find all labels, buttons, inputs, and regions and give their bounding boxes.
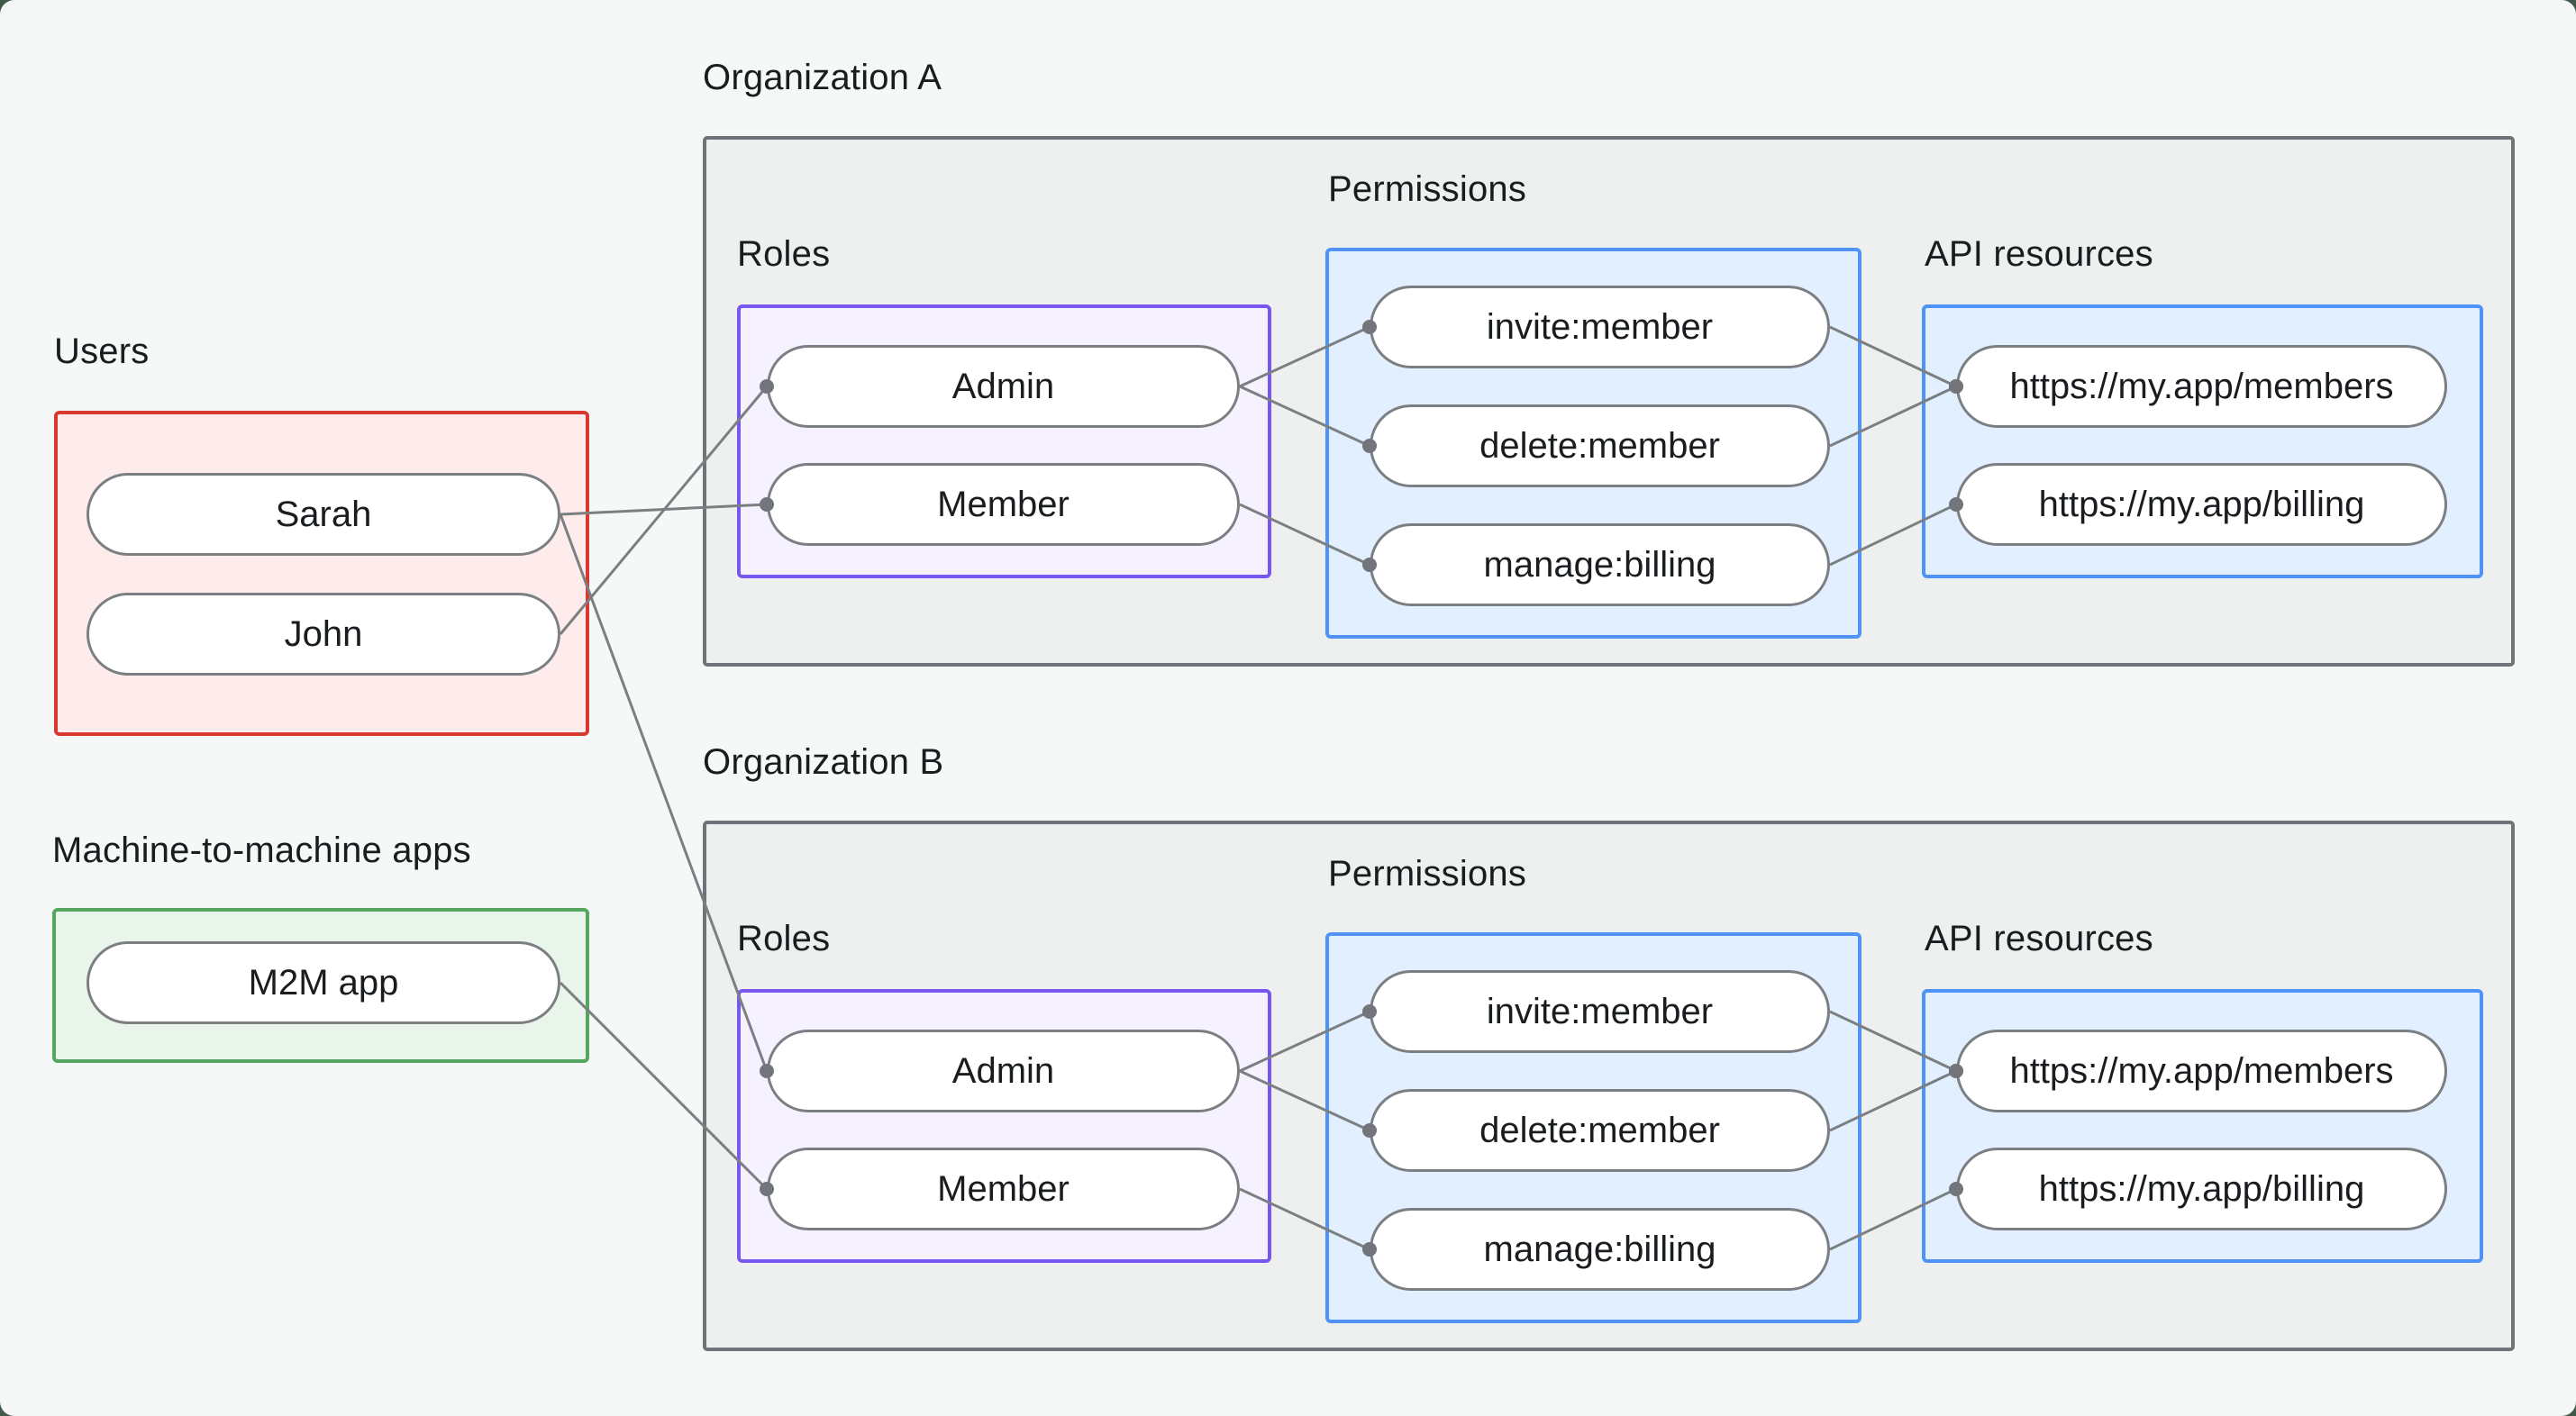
node-org-b-members: https://my.app/members (1956, 1030, 2447, 1112)
org-a-permissions-label: Permissions (1328, 169, 1527, 209)
users-group-box (54, 411, 589, 736)
org-b-roles-label: Roles (737, 919, 831, 958)
node-sarah: Sarah (86, 473, 560, 556)
org-b-api-resources-label: API resources (1925, 919, 2153, 958)
org-a-title: Organization A (703, 58, 942, 97)
node-org-b-invite: invite:member (1370, 970, 1830, 1053)
node-john: John (86, 593, 560, 676)
node-org-b-billing: https://my.app/billing (1956, 1148, 2447, 1230)
node-org-a-members: https://my.app/members (1956, 345, 2447, 428)
m2m-section-label: Machine-to-machine apps (52, 831, 471, 870)
node-org-a-member: Member (767, 463, 1240, 546)
node-org-b-delete: delete:member (1370, 1089, 1830, 1172)
node-org-b-member: Member (767, 1148, 1240, 1230)
node-org-a-delete: delete:member (1370, 404, 1830, 487)
org-a-api-resources-label: API resources (1925, 234, 2153, 274)
node-m2m-app: M2M app (86, 941, 560, 1024)
node-org-a-admin: Admin (767, 345, 1240, 428)
node-org-b-manage: manage:billing (1370, 1208, 1830, 1291)
node-org-b-admin: Admin (767, 1030, 1240, 1112)
node-org-a-billing: https://my.app/billing (1956, 463, 2447, 546)
node-org-a-invite: invite:member (1370, 286, 1830, 368)
users-section-label: Users (54, 331, 150, 371)
node-org-a-manage: manage:billing (1370, 523, 1830, 606)
org-a-roles-label: Roles (737, 234, 831, 274)
org-b-permissions-label: Permissions (1328, 854, 1527, 894)
org-b-title: Organization B (703, 742, 944, 782)
